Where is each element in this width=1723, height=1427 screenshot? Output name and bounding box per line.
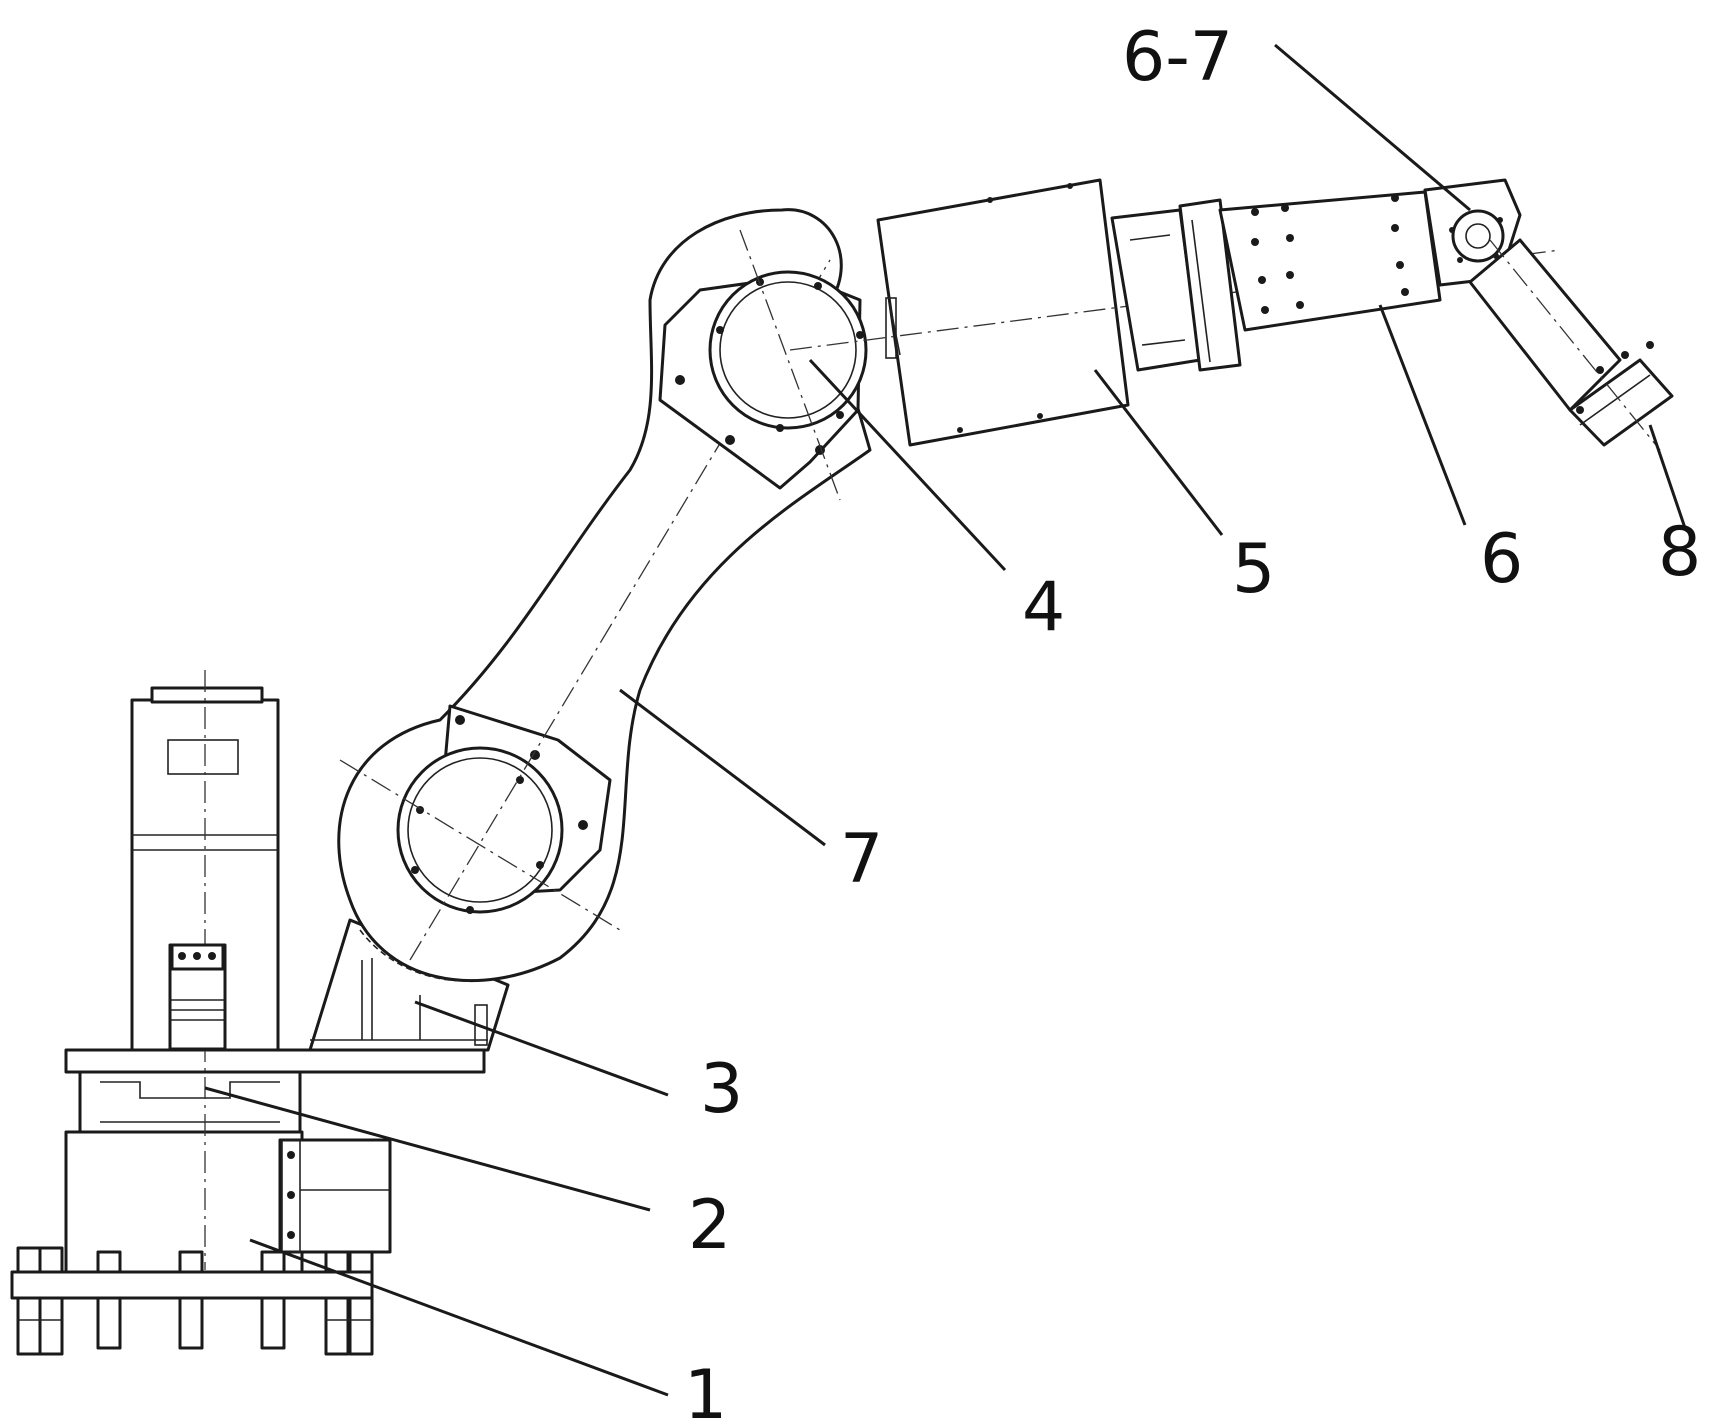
wrist-flange — [1112, 200, 1240, 370]
label-2: 2 — [688, 1186, 731, 1265]
waist-reducer — [80, 1072, 300, 1132]
foot-bolts-bottom — [18, 1298, 372, 1354]
label-8: 8 — [1658, 513, 1701, 592]
leader-7 — [620, 690, 825, 845]
label-4: 4 — [1022, 568, 1065, 647]
leader-5 — [1095, 370, 1222, 535]
leader-67 — [1275, 45, 1470, 210]
turntable-plate — [66, 1050, 484, 1072]
leader-6 — [1380, 305, 1465, 525]
label-6-7: 6-7 — [1122, 18, 1233, 97]
wrist-arm-6 — [1220, 180, 1520, 330]
label-7: 7 — [840, 820, 883, 899]
label-3: 3 — [700, 1050, 743, 1129]
label-6: 6 — [1480, 520, 1523, 599]
link-arm-7 — [339, 210, 870, 981]
label-1: 1 — [684, 1356, 727, 1427]
base-assembly — [12, 1132, 390, 1354]
label-5: 5 — [1232, 530, 1275, 609]
leader-1 — [250, 1240, 668, 1395]
end-effector-8 — [1470, 240, 1672, 450]
